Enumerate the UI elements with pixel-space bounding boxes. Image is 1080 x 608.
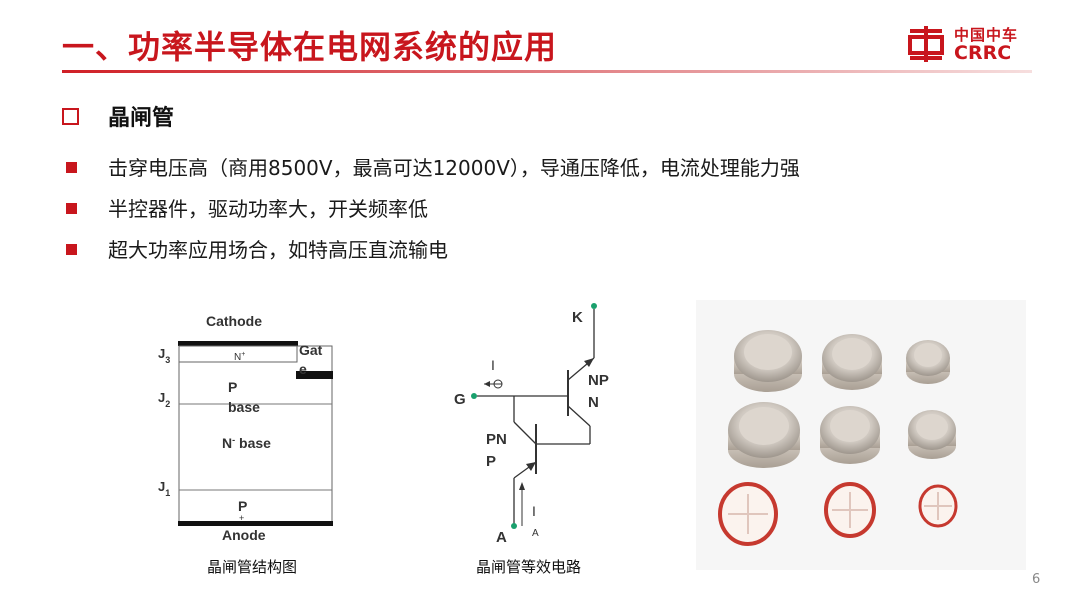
p-base-label-b: base bbox=[228, 399, 260, 415]
cathode-label: Cathode bbox=[206, 313, 262, 329]
n-base-label: N- base bbox=[222, 435, 271, 451]
npn-label-a: NP bbox=[588, 372, 609, 389]
section-title: 晶闸管 bbox=[108, 106, 175, 131]
thyristor-photo-image bbox=[718, 330, 958, 546]
p-plus-sup: + bbox=[239, 513, 244, 523]
k-terminal bbox=[591, 303, 597, 309]
equivalent-circuit-diagram: K NP N G I PN P A I A bbox=[454, 303, 609, 546]
bullet-square-icon bbox=[66, 244, 77, 255]
ig-label: I bbox=[491, 357, 495, 373]
structure-caption: 晶闸管结构图 bbox=[207, 558, 298, 576]
pnp-label-a: PN bbox=[486, 431, 507, 448]
anode-electrode bbox=[178, 521, 333, 526]
seal-ring-small bbox=[918, 484, 958, 528]
j2-label: J2 bbox=[158, 390, 170, 409]
ia-arrow bbox=[519, 482, 525, 490]
crrc-logo-icon bbox=[908, 26, 944, 62]
cathode-electrode bbox=[178, 341, 298, 346]
gate-label-b: e bbox=[299, 361, 307, 377]
crrc-logo: 中国中车 CRRC bbox=[906, 24, 1026, 64]
pnp-label-b: P bbox=[486, 453, 496, 470]
device-small-2 bbox=[908, 410, 956, 459]
ia-sub-label: A bbox=[532, 528, 539, 539]
j3-label: J3 bbox=[158, 346, 170, 365]
npn-emitter-arrow bbox=[584, 358, 594, 367]
page-title: 一、功率半导体在电网系统的应用 bbox=[62, 28, 558, 66]
a-terminal bbox=[511, 523, 517, 529]
device-large-2 bbox=[728, 402, 800, 468]
bullet-square-icon bbox=[66, 203, 77, 214]
thyristor-photo bbox=[696, 300, 1026, 570]
bullet-text: 超大功率应用场合，如特高压直流输电 bbox=[108, 238, 448, 262]
device-small-1 bbox=[906, 340, 950, 384]
thyristor-structure-diagram: Cathode N+ Gat e P base N- base P + Anod… bbox=[158, 313, 333, 540]
bullet-text: 击穿电压高（商用8500V，最高可达12000V），导通压降低，电流处理能力强 bbox=[108, 156, 800, 180]
gate-label-a: Gat bbox=[299, 342, 323, 358]
ig-indicator-icon bbox=[493, 379, 503, 389]
pnp-emitter-arrow bbox=[526, 462, 536, 471]
logo-text-cn: 中国中车 bbox=[954, 26, 1019, 44]
logo-text-en: CRRC bbox=[954, 42, 1012, 64]
device-large-1 bbox=[734, 330, 802, 392]
seal-ring-large bbox=[718, 482, 778, 546]
device-medium-2 bbox=[820, 406, 880, 464]
bullet-square-icon bbox=[66, 162, 77, 173]
p-base-label-a: P bbox=[228, 379, 237, 395]
k-label: K bbox=[572, 309, 583, 326]
page-number: 6 bbox=[1032, 572, 1041, 587]
j1-label: J1 bbox=[158, 479, 170, 498]
anode-label: Anode bbox=[222, 527, 266, 540]
g-label: G bbox=[454, 391, 466, 408]
n-plus-region bbox=[178, 345, 298, 363]
ia-label: I bbox=[532, 503, 536, 519]
g-terminal bbox=[471, 393, 477, 399]
title-divider bbox=[62, 70, 1032, 73]
npn-label-b: N bbox=[588, 394, 599, 411]
circuit-caption: 晶闸管等效电路 bbox=[476, 558, 582, 576]
ig-arrow bbox=[484, 381, 490, 387]
p-plus-label: P bbox=[238, 498, 247, 514]
seal-ring-medium bbox=[824, 482, 876, 538]
hollow-square-icon bbox=[62, 108, 79, 125]
a-label: A bbox=[496, 529, 507, 546]
n-plus-label: N+ bbox=[234, 351, 245, 363]
bullet-text: 半控器件，驱动功率大，开关频率低 bbox=[108, 197, 428, 221]
device-medium-1 bbox=[822, 334, 882, 390]
gate-electrode bbox=[296, 371, 333, 379]
